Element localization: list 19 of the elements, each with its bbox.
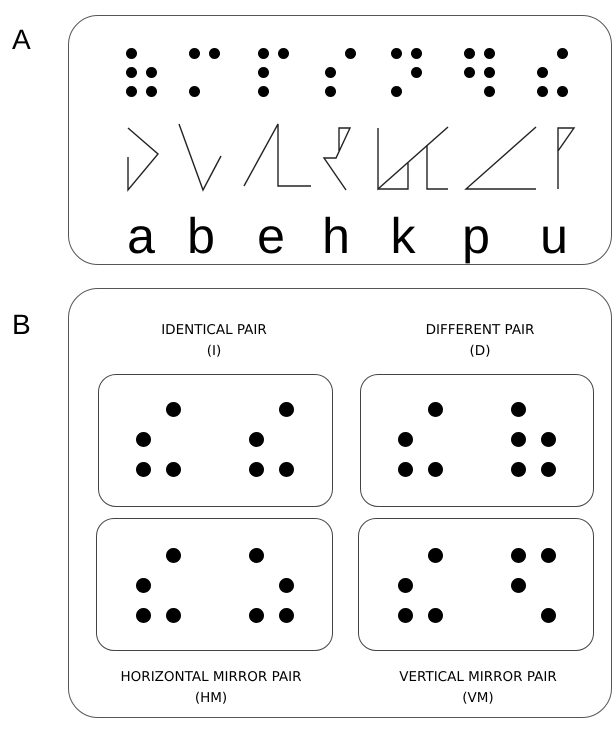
letter-label: u [539,211,569,261]
pair-heading: HORIZONTAL MIRROR PAIR (HM) [120,668,302,708]
panel-box [68,15,612,265]
pair-heading: IDENTICAL PAIR (I) [160,321,268,361]
letter-label: b [186,211,216,261]
letter-label: h [321,211,351,261]
pair-heading: VERTICAL MIRROR PAIR (VM) [398,668,558,708]
pair-box [360,374,594,507]
letter-label: e [256,211,286,261]
letter-label: p [461,211,491,261]
letter-label: a [126,211,156,261]
pair-box [98,374,333,507]
panel-label: B [12,310,31,340]
panel-label: A [12,25,31,55]
panel-box [68,288,612,718]
pair-box [358,518,594,651]
letter-label: k [390,211,416,261]
pair-box [96,518,333,651]
pair-heading: DIFFERENT PAIR (D) [424,321,536,361]
